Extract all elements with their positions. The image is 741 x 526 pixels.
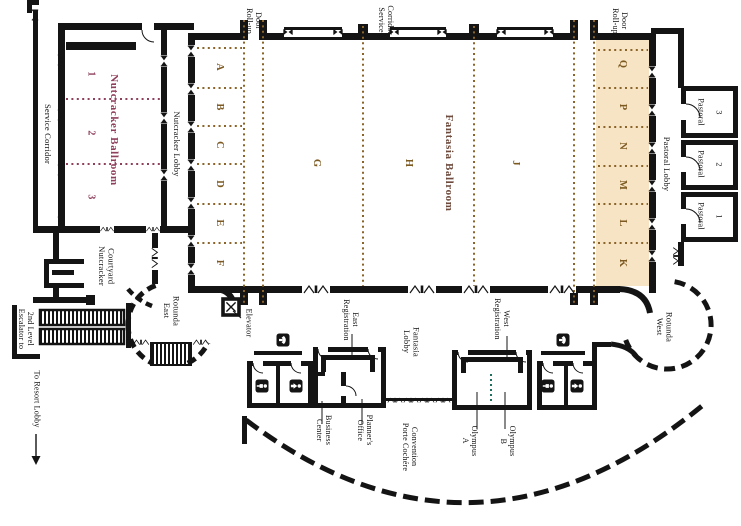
leader-lines xyxy=(232,310,508,429)
mens-restroom-icon xyxy=(541,379,555,393)
section-l: L xyxy=(616,219,628,227)
label-east-rotunda: East Rotunda xyxy=(162,295,182,327)
label-elevator: Elevator xyxy=(244,308,254,338)
room-pastoral-1: Pastoral 1 xyxy=(687,202,732,229)
womens-restroom-icon xyxy=(570,379,584,393)
airwall-tracks xyxy=(197,20,648,305)
label-west-registration: West Registration xyxy=(493,298,511,340)
telephone-icon xyxy=(556,333,570,347)
section-f: F xyxy=(213,259,225,267)
label-rollup-door-right: Roll-up Door xyxy=(611,8,629,34)
label-planners-office: Planner's Office xyxy=(356,414,374,446)
label-nutcracker-ballroom: Nutcracker Ballroom xyxy=(108,74,121,186)
label-east-registration: East Registration xyxy=(342,299,360,341)
label-escalator: Escalator to 2nd Level xyxy=(17,308,35,350)
dock-recesses xyxy=(253,33,583,366)
telephone-icon xyxy=(276,333,290,347)
label-pastoral-lobby: Pastoral Lobby xyxy=(661,136,672,192)
section-g: G xyxy=(310,158,322,168)
womens-restroom-icon xyxy=(289,379,303,393)
label-west-rotunda: West Rotunda xyxy=(655,311,675,343)
label-fantasia-lobby: Fantasia Lobby xyxy=(402,327,422,357)
section-n: N xyxy=(616,142,628,150)
label-convention-porte-cochere: Convention Porte Cochére xyxy=(401,422,419,472)
escalators xyxy=(38,308,126,346)
door-swings xyxy=(141,29,701,397)
section-e: E xyxy=(213,219,225,227)
section-d: D xyxy=(213,180,225,188)
section-b: B xyxy=(213,103,225,111)
label-olympus-a: Olympus A xyxy=(461,425,479,457)
pastoral-number: 2 xyxy=(714,161,724,167)
highlighted-sections-region xyxy=(596,40,649,286)
label-service-corridor-top: Service Corridor xyxy=(377,5,395,35)
label-business-center: Business Center xyxy=(315,414,333,446)
section-nutcracker-1: 1 xyxy=(85,71,97,77)
section-nutcracker-2: 2 xyxy=(85,130,97,136)
section-j: J xyxy=(509,160,521,166)
section-q: Q xyxy=(616,59,628,69)
section-a: A xyxy=(213,63,225,71)
walls-layer xyxy=(12,0,738,444)
pastoral-number: 3 xyxy=(714,109,724,115)
pastoral-name: Pastoral xyxy=(696,150,706,178)
label-nutcracker-lobby: Nutcracker Lobby xyxy=(171,111,182,177)
label-to-resort-lobby: To Resort Lobby xyxy=(32,370,42,428)
section-c: C xyxy=(213,141,225,149)
label-olympus-b: Olympus B xyxy=(499,425,517,457)
mens-restroom-icon xyxy=(255,379,269,393)
to-resort-lobby-arrow xyxy=(31,434,41,465)
room-pastoral-2: Pastoral 2 xyxy=(687,150,732,177)
pastoral-name: Pastoral xyxy=(696,98,706,126)
pastoral-name: Pastoral xyxy=(696,202,706,230)
elevator-icon xyxy=(221,297,241,317)
section-k: K xyxy=(616,258,628,268)
label-fantasia-ballroom: Fantasia Ballroom xyxy=(443,114,456,212)
rotunda-stairs xyxy=(150,342,192,366)
room-pastoral-3: Pastoral 3 xyxy=(687,98,732,125)
section-h: H xyxy=(402,158,414,168)
section-p: P xyxy=(616,103,628,111)
label-nutcracker-courtyard: Nutcracker Courtyard xyxy=(97,246,117,286)
porte-cochere-drive-arc xyxy=(244,404,704,505)
pastoral-number: 1 xyxy=(714,213,724,219)
label-rollup-door-left: Roll-up Door xyxy=(245,8,263,34)
label-service-corridor-left: Service Corridor xyxy=(42,103,53,165)
section-nutcracker-3: 3 xyxy=(85,194,97,200)
section-m: M xyxy=(616,179,628,191)
